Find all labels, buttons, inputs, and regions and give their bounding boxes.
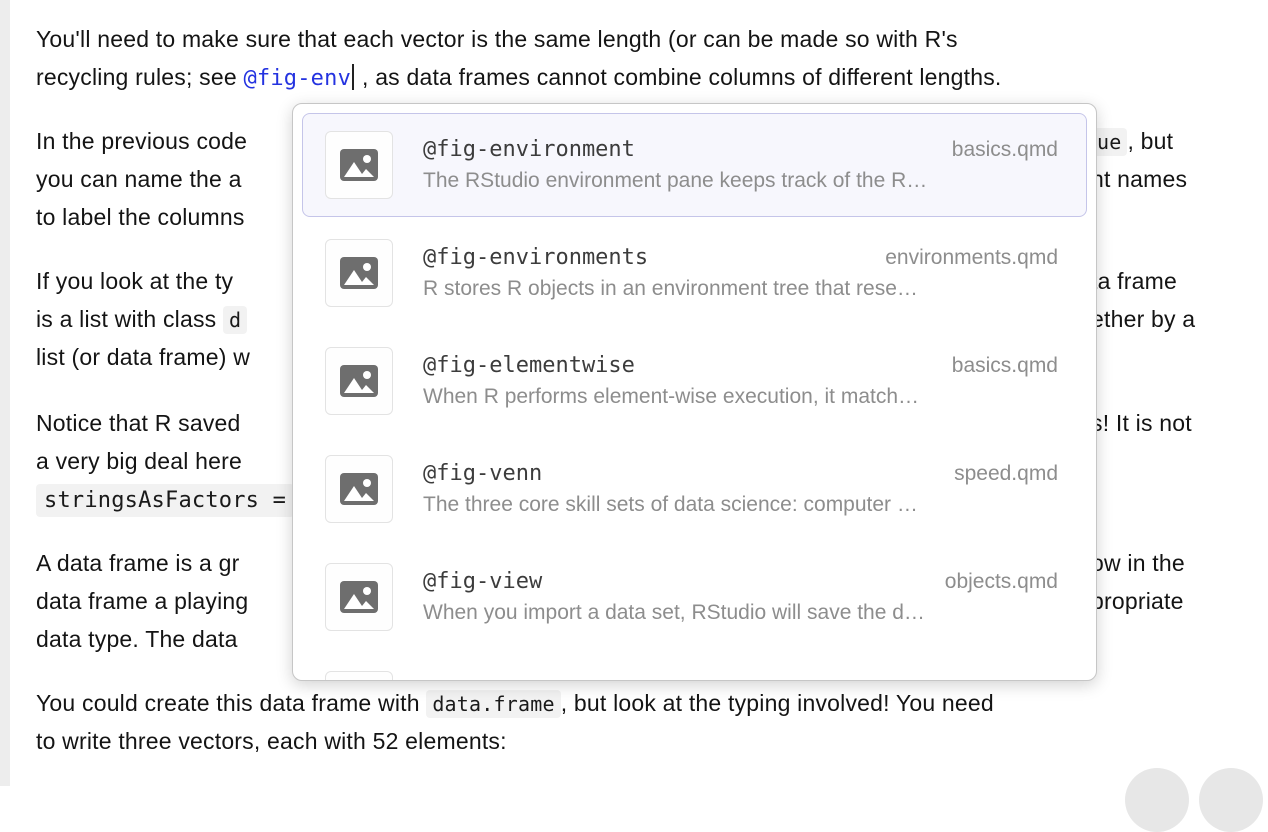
image-thumbnail-box <box>325 455 393 523</box>
text-line: you can name the a <box>36 164 242 194</box>
image-thumbnail-box <box>325 239 393 307</box>
inline-code: data.frame <box>426 690 561 718</box>
body-text: list (or data frame) w <box>36 344 251 370</box>
inline-code: ue <box>1091 128 1128 156</box>
body-text: data frame a playing <box>36 588 249 614</box>
source-file-label: basics.qmd <box>951 354 1058 377</box>
text-line: stringsAsFactors = <box>36 484 295 517</box>
text-line-fragment: ue, but <box>1091 126 1173 157</box>
image-icon <box>340 473 378 505</box>
text-line-fragment: ether by a <box>1091 304 1195 334</box>
body-text: recycling rules; see <box>36 64 244 90</box>
figure-reference-label: @fig-environments <box>423 245 649 270</box>
text-line-fragment: propriate <box>1091 586 1184 616</box>
text-line: data frame a playing <box>36 586 248 616</box>
body-text: , as data frames cannot combine columns … <box>362 64 1002 90</box>
completion-item-meta: @fig-environments environments.qmd R sto… <box>423 245 1086 301</box>
text-line: You could create this data frame with da… <box>36 688 994 719</box>
body-text: s! It is not <box>1091 410 1192 436</box>
completion-item-meta: @fig-elementwise basics.qmd When R perfo… <box>423 353 1086 409</box>
text-line: Notice that R saved <box>36 408 241 438</box>
floating-button-right[interactable] <box>1199 768 1263 832</box>
body-text: to write three vectors, each with 52 ele… <box>36 728 507 754</box>
figure-reference-label: @fig-elementwise <box>423 353 635 378</box>
image-icon <box>340 149 378 181</box>
figure-caption-preview: R stores R objects in an environment tre… <box>423 277 918 300</box>
editor-left-gutter <box>0 0 10 786</box>
completion-item[interactable]: @fig-environments environments.qmd R sto… <box>302 221 1087 325</box>
text-line: to label the columns <box>36 202 245 232</box>
body-text: , but look at the typing involved! You n… <box>560 690 994 716</box>
figure-caption-preview: When you import a data set, RStudio will… <box>423 601 925 624</box>
figure-caption-preview: The three core skill sets of data scienc… <box>423 493 918 516</box>
text-line: a very big deal here <box>36 446 242 476</box>
completion-item[interactable]: @fig- <box>302 653 1087 680</box>
completion-item-meta: @fig-venn speed.qmd The three core skill… <box>423 461 1086 517</box>
body-text: you can name the a <box>36 166 242 192</box>
text-line-fragment: s! It is not <box>1091 408 1192 438</box>
completion-item[interactable]: @fig-environment basics.qmd The RStudio … <box>302 113 1087 217</box>
figure-caption-preview: The RStudio environment pane keeps track… <box>423 169 928 192</box>
figure-reference-label: @fig-environment <box>423 137 635 162</box>
text-line: In the previous code <box>36 126 247 156</box>
body-text: In the previous code <box>36 128 248 154</box>
figure-reference-label: @fig-venn <box>423 461 543 486</box>
completion-item[interactable]: @fig-venn speed.qmd The three core skill… <box>302 437 1087 541</box>
image-icon <box>340 257 378 289</box>
image-thumbnail-box <box>325 347 393 415</box>
body-text: to label the columns <box>36 204 245 230</box>
text-line: A data frame is a gr <box>36 548 239 578</box>
text-line-fragment: nt names <box>1091 164 1187 194</box>
image-thumbnail-box <box>325 671 393 680</box>
body-text: propriate <box>1091 588 1184 614</box>
body-text: If you look at the ty <box>36 268 234 294</box>
image-thumbnail-box <box>325 131 393 199</box>
text-line: recycling rules; see @fig-env , as data f… <box>36 62 1002 94</box>
completion-item[interactable]: @fig-view objects.qmd When you import a … <box>302 545 1087 649</box>
text-line: If you look at the ty <box>36 266 233 296</box>
body-text: is a list with class <box>36 306 223 332</box>
completion-item[interactable]: @fig-elementwise basics.qmd When R perfo… <box>302 329 1087 433</box>
figure-caption-preview: When R performs element-wise execution, … <box>423 385 920 408</box>
body-text: ether by a <box>1091 306 1196 332</box>
inline-code: d <box>222 306 248 334</box>
body-text: Notice that R saved <box>36 410 241 436</box>
inline-code: stringsAsFactors = <box>36 484 295 517</box>
source-file-label: speed.qmd <box>954 462 1058 485</box>
text-line: data type. The data <box>36 624 238 654</box>
body-text: , but <box>1127 128 1174 154</box>
body-text: ta frame <box>1091 268 1177 294</box>
image-thumbnail-box <box>325 563 393 631</box>
figure-reference-label: @fig-view <box>423 569 543 594</box>
text-cursor <box>352 64 355 90</box>
body-text: A data frame is a gr <box>36 550 240 576</box>
text-line-fragment: ow in the <box>1091 548 1185 578</box>
text-line: You'll need to make sure that each vecto… <box>36 24 958 54</box>
body-text: You'll need to make sure that each vecto… <box>36 26 958 52</box>
image-icon <box>340 365 378 397</box>
text-line: is a list with class d <box>36 304 248 335</box>
text-line-fragment: ta frame <box>1091 266 1177 296</box>
floating-button-left[interactable] <box>1125 768 1189 832</box>
body-text: nt names <box>1091 166 1188 192</box>
body-text: a very big deal here <box>36 448 243 474</box>
body-text: You could create this data frame with <box>36 690 427 716</box>
text-line: to write three vectors, each with 52 ele… <box>36 726 507 756</box>
source-file-label: objects.qmd <box>944 570 1058 593</box>
completion-item-meta: @fig-view objects.qmd When you import a … <box>423 569 1086 625</box>
citation-being-typed[interactable]: @fig-env <box>243 66 352 91</box>
text-line: list (or data frame) w <box>36 342 250 372</box>
image-icon <box>340 581 378 613</box>
body-text: ow in the <box>1091 550 1185 576</box>
figure-reference-completion-popup: @fig-environment basics.qmd The RStudio … <box>292 103 1097 681</box>
body-text: data type. The data <box>36 626 238 652</box>
source-file-label: basics.qmd <box>951 138 1058 161</box>
source-file-label: environments.qmd <box>885 246 1058 269</box>
completion-item-meta: @fig-environment basics.qmd The RStudio … <box>423 137 1086 193</box>
